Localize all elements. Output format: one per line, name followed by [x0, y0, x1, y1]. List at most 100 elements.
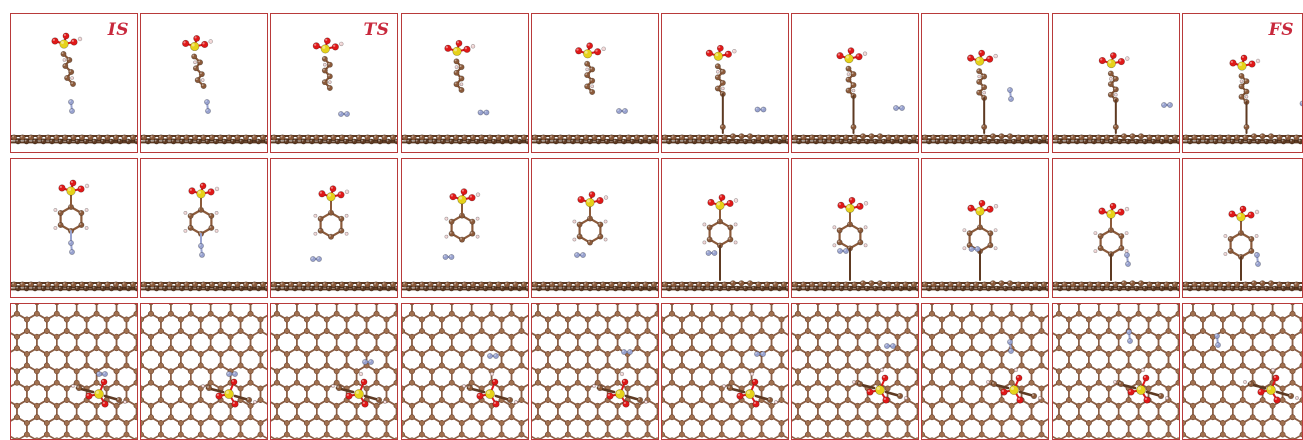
carbon-atom	[1073, 138, 1080, 145]
sulfur-atom	[321, 44, 331, 54]
top-view-frame-1	[10, 303, 138, 440]
carbon-atom	[27, 281, 35, 288]
oxygen-atom-highlight	[216, 393, 220, 396]
carbon-atom-highlight	[1249, 237, 1252, 239]
carbon-atom	[117, 138, 123, 145]
carbon-atom-highlight	[839, 139, 842, 142]
carbon-atom-highlight	[982, 282, 985, 285]
carbon-atom	[746, 133, 754, 140]
carbon-atom	[674, 138, 681, 145]
carbon-atom	[629, 138, 636, 145]
carbon-atom-highlight	[75, 139, 78, 142]
hydrogen-atom-highlight	[604, 196, 606, 198]
carbon-atom	[368, 138, 375, 145]
carbon-atom	[324, 351, 330, 357]
carbon-atom	[237, 328, 244, 334]
carbon-atom-highlight	[1008, 281, 1011, 284]
carbon-atom	[304, 362, 311, 369]
hydrogen-atom-highlight	[476, 193, 478, 195]
oxygen-atom-highlight	[331, 186, 334, 189]
carbon-atom	[826, 281, 833, 288]
carbon-atom-highlight	[1016, 135, 1019, 138]
carbon-atom-highlight	[931, 282, 934, 285]
carbon-atom	[148, 402, 154, 409]
carbon-atom	[850, 71, 857, 78]
carbon-atom	[148, 345, 154, 352]
carbon-atom	[906, 285, 913, 292]
carbon-atom	[104, 281, 111, 288]
carbon-atom	[125, 285, 132, 292]
carbon-atom-highlight	[592, 282, 595, 285]
carbon-atom	[524, 285, 528, 292]
carbon-atom	[633, 281, 640, 288]
nitrogen-atom	[204, 99, 211, 105]
carbon-atom	[351, 138, 358, 145]
carbon-atom	[296, 134, 303, 141]
carbon-atom	[448, 138, 454, 145]
hydrogen-atom	[345, 231, 349, 236]
carbon-atom-highlight	[1281, 286, 1284, 289]
carbon-atom	[1099, 285, 1105, 292]
carbon-atom	[228, 304, 234, 306]
carbon-atom	[409, 281, 417, 288]
carbon-atom-highlight	[1192, 135, 1195, 138]
carbon-atom	[426, 281, 434, 288]
carbon-atom	[313, 134, 320, 141]
carbon-atom-highlight	[459, 65, 462, 68]
carbon-atom-highlight	[302, 286, 304, 289]
carbon-atom	[586, 285, 593, 292]
carbon-atom	[191, 53, 198, 60]
carbon-atom-highlight	[912, 282, 915, 285]
carbon-atom	[1141, 138, 1148, 145]
nitrogen-atom-highlight	[233, 372, 236, 374]
carbon-atom	[188, 310, 194, 317]
carbon-atom	[998, 133, 1005, 140]
nitrogen-molecule	[1007, 87, 1015, 102]
carbon-atom	[112, 134, 120, 141]
carbon-atom-highlight	[970, 139, 972, 142]
carbon-atom	[1056, 285, 1063, 292]
carbon-atom	[284, 397, 291, 403]
carbon-atom-highlight	[1142, 139, 1145, 142]
carbon-atom	[390, 134, 397, 141]
carbon-atom-highlight	[600, 282, 603, 285]
oxygen-atom-highlight	[208, 189, 212, 192]
carbon-atom-highlight	[336, 139, 338, 142]
carbon-atom-highlight	[948, 135, 951, 138]
carbon-atom	[1137, 280, 1144, 287]
hydrogen-atom	[702, 222, 707, 227]
carbon-atom-highlight	[1117, 286, 1120, 289]
hydrogen-atom-highlight	[983, 91, 985, 93]
carbon-atom-highlight	[210, 135, 213, 138]
carbon-atom	[448, 230, 455, 237]
carbon-atom	[654, 138, 658, 145]
carbon-atom	[804, 138, 811, 145]
front-view-frame-8	[921, 158, 1050, 298]
carbon-atom-highlight	[1070, 135, 1073, 138]
carbon-atom-highlight	[1021, 286, 1023, 289]
oxygen-atom-highlight	[587, 43, 590, 46]
carbon-atom-highlight	[940, 282, 943, 285]
hydrogen-atom-highlight	[734, 199, 736, 201]
carbon-atom-highlight	[598, 234, 601, 237]
carbon-atom-highlight	[454, 82, 457, 85]
sulfur-atom-highlight	[356, 390, 360, 394]
carbon-atom	[148, 304, 154, 306]
carbon-atom-highlight	[365, 282, 368, 285]
carbon-atom	[14, 304, 20, 306]
carbon-atom	[906, 138, 913, 145]
carbon-atom	[221, 285, 228, 292]
carbon-atom	[855, 138, 862, 145]
carbon-atom	[1065, 138, 1071, 145]
carbon-atom	[237, 351, 244, 357]
carbon-atom	[1199, 134, 1206, 141]
carbon-atom-highlight	[402, 282, 405, 285]
benzene-ring	[313, 209, 349, 240]
carbon-atom-highlight	[1168, 139, 1171, 142]
hydrogen-atom-highlight	[123, 400, 126, 402]
carbon-atom	[911, 134, 918, 141]
carbon-atom	[666, 138, 672, 145]
carbon-atom-highlight	[907, 286, 910, 289]
hydrogen-atom	[62, 58, 67, 62]
carbon-atom	[881, 285, 888, 292]
